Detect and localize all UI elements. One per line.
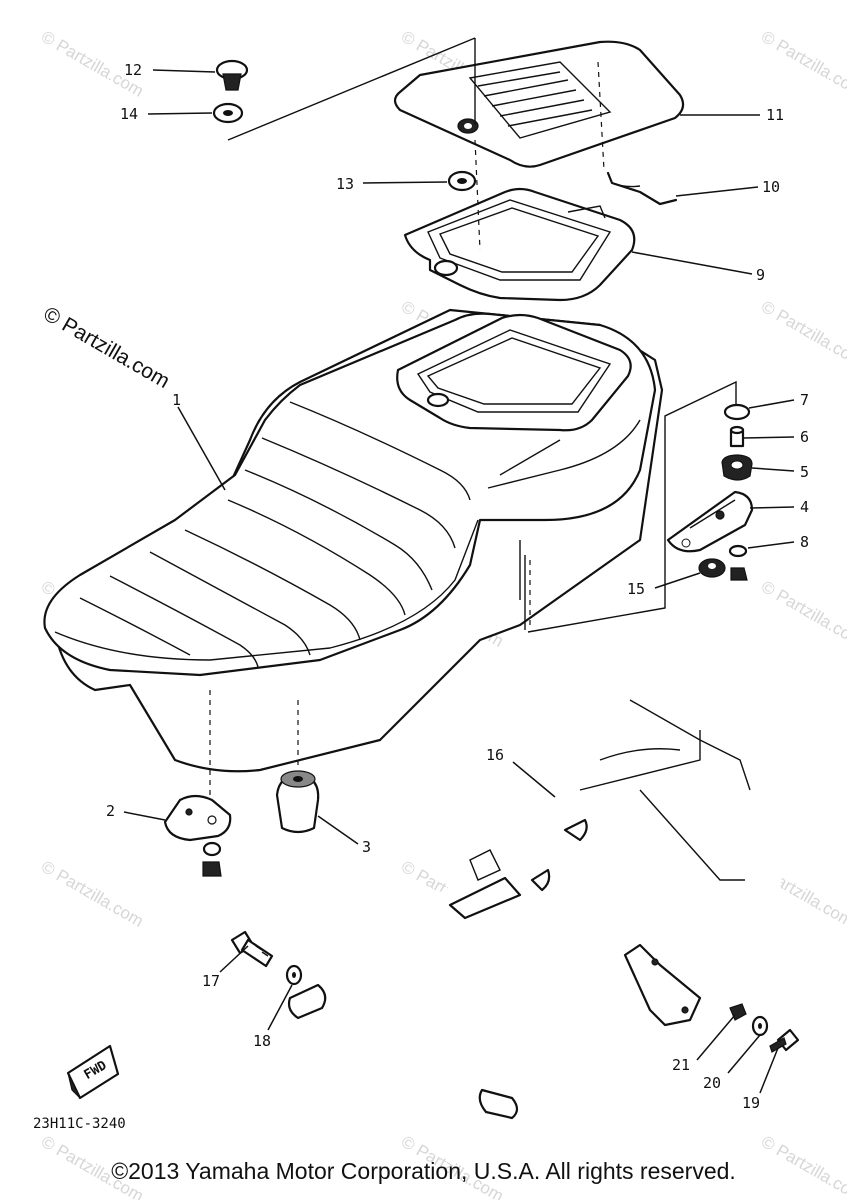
part-9-gasket [403, 187, 636, 302]
fwd-arrow-icon: FWD [66, 1044, 120, 1100]
callout-16: 16 [486, 746, 504, 764]
diagram-code: 23H11C-3240 [33, 1116, 126, 1132]
part-12-screw [215, 59, 249, 91]
callout-13: 13 [336, 175, 354, 193]
callout-14: 14 [120, 105, 138, 123]
assembly-line-cover [474, 61, 605, 251]
callout-20: 20 [703, 1074, 721, 1092]
callout-19: 19 [742, 1094, 760, 1112]
callout-17: 17 [202, 972, 220, 990]
callout-21: 21 [672, 1056, 690, 1074]
watermark-tile: © Partzilla.com [758, 27, 847, 101]
callout-5: 5 [800, 463, 809, 481]
part-5-damper [721, 454, 753, 481]
partzilla-watermark: © Partzilla.com [40, 302, 174, 393]
part-8-nut [728, 544, 748, 581]
callout-4: 4 [800, 498, 809, 516]
watermark-tile: © Partzilla.com [38, 857, 147, 931]
callout-1: 1 [172, 391, 181, 409]
part-2-bracket [163, 794, 232, 877]
part-7-washer [723, 403, 751, 421]
assembly-line-top [227, 37, 476, 141]
part-20-washer [751, 1015, 769, 1037]
assembly-line-bracket [527, 380, 737, 633]
watermark-tile: © Partzilla.com [758, 577, 847, 651]
part-4-rear-bracket [666, 490, 754, 553]
callout-12: 12 [124, 61, 142, 79]
part-19-bolt [769, 1028, 800, 1053]
part-13-grommet [447, 170, 477, 192]
callout-2: 2 [106, 802, 115, 820]
part-3-damper [275, 770, 320, 834]
callout-18: 18 [253, 1032, 271, 1050]
part-14-washer [212, 102, 244, 124]
callout-8: 8 [800, 533, 809, 551]
callout-3: 3 [362, 838, 371, 856]
callout-labels: 12 14 11 13 10 9 1 7 6 5 4 8 15 2 3 16 1… [106, 61, 809, 1112]
part-11-cover-lid [393, 40, 685, 168]
watermark-tile: © Partzilla.com [758, 297, 847, 371]
callout-9: 9 [756, 266, 765, 284]
callout-15: 15 [627, 580, 645, 598]
copyright-notice: ©2013 Yamaha Motor Corporation, U.S.A. A… [111, 1158, 736, 1184]
part-1-seat [43, 308, 664, 773]
callout-7: 7 [800, 391, 809, 409]
part-10-clip [606, 171, 678, 206]
callout-10: 10 [762, 178, 780, 196]
part-15-damper [698, 558, 726, 578]
part-18-washer [285, 964, 303, 986]
part-6-collar [729, 425, 745, 448]
part-16-grab-bar [287, 663, 787, 1120]
callout-6: 6 [800, 428, 809, 446]
part-17-bolt [230, 930, 274, 968]
callout-11: 11 [766, 106, 784, 124]
callout-leaders [123, 69, 795, 1094]
